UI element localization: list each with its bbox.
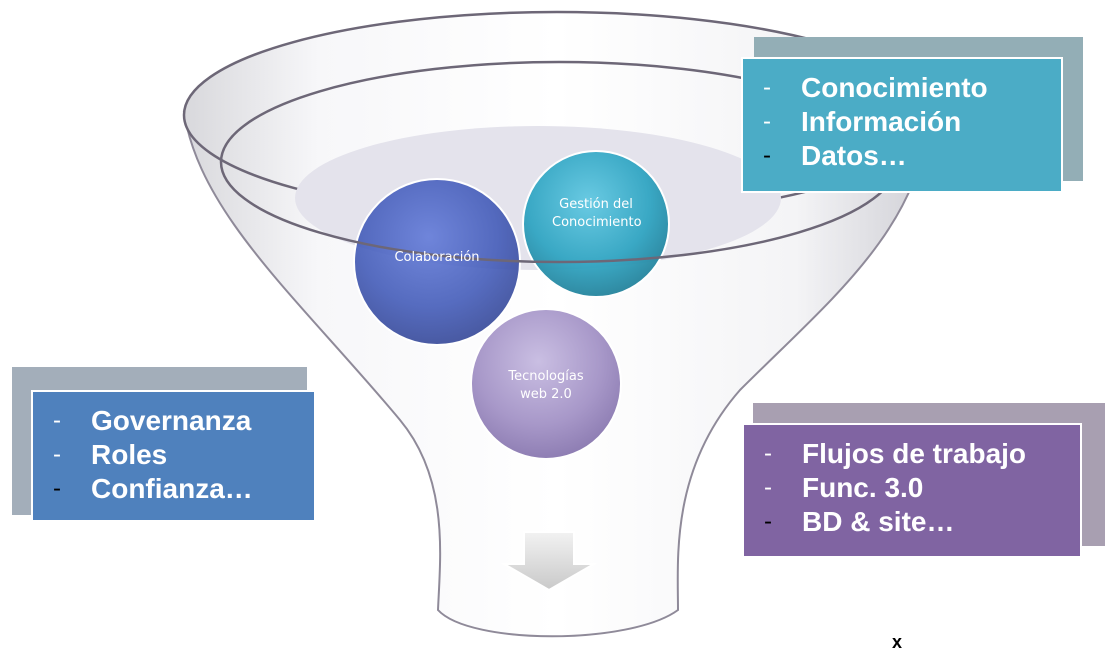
list-item: - Flujos de trabajo xyxy=(744,437,1080,471)
down-arrow-icon xyxy=(500,531,598,592)
knowledge-management-label: Gestión del Conocimiento xyxy=(552,197,642,230)
dash-bullet: - xyxy=(763,108,771,135)
list-item: - BD & site… xyxy=(744,505,1080,539)
item-text: Información xyxy=(801,106,962,137)
box-left-list: - Governanza - Roles - Confianza… xyxy=(33,404,314,506)
box-right: - Flujos de trabajo - Func. 3.0 - BD & site… xyxy=(742,423,1082,558)
dash-bullet: - xyxy=(763,74,771,101)
dash-bullet: - xyxy=(53,441,61,468)
list-item: - Conocimiento xyxy=(743,71,1061,105)
list-item: - Governanza xyxy=(33,404,314,438)
technologies-circle xyxy=(470,308,622,460)
dash-bullet: - xyxy=(764,440,772,467)
dash-bullet: - xyxy=(763,142,771,169)
item-text: Roles xyxy=(91,439,168,470)
item-text: Confianza… xyxy=(91,473,253,504)
item-text: BD & site… xyxy=(802,506,955,537)
list-item: - Datos… xyxy=(743,139,1061,173)
dash-bullet: - xyxy=(53,407,61,434)
box-top-right-list: - Conocimiento - Información - Datos… xyxy=(743,71,1061,173)
item-text: Func. 3.0 xyxy=(802,472,924,503)
technologies-label: Tecnologías web 2.0 xyxy=(508,369,584,402)
list-item: - Información xyxy=(743,105,1061,139)
collaboration-label: Colaboración xyxy=(394,250,480,265)
box-top-right: - Conocimiento - Información - Datos… xyxy=(741,57,1063,193)
item-text: Flujos de trabajo xyxy=(802,438,1027,469)
list-item: - Roles xyxy=(33,438,314,472)
dash-bullet: - xyxy=(53,475,61,502)
footer-x-mark: x xyxy=(892,632,903,652)
list-item: - Func. 3.0 xyxy=(744,471,1080,505)
dash-bullet: - xyxy=(764,508,772,535)
item-text: Datos… xyxy=(801,140,907,171)
item-text: Governanza xyxy=(91,405,252,436)
box-right-list: - Flujos de trabajo - Func. 3.0 - BD & site… xyxy=(744,437,1080,539)
box-left: - Governanza - Roles - Confianza… xyxy=(31,390,316,522)
item-text: Conocimiento xyxy=(801,72,988,103)
list-item: - Confianza… xyxy=(33,472,314,506)
dash-bullet: - xyxy=(764,474,772,501)
